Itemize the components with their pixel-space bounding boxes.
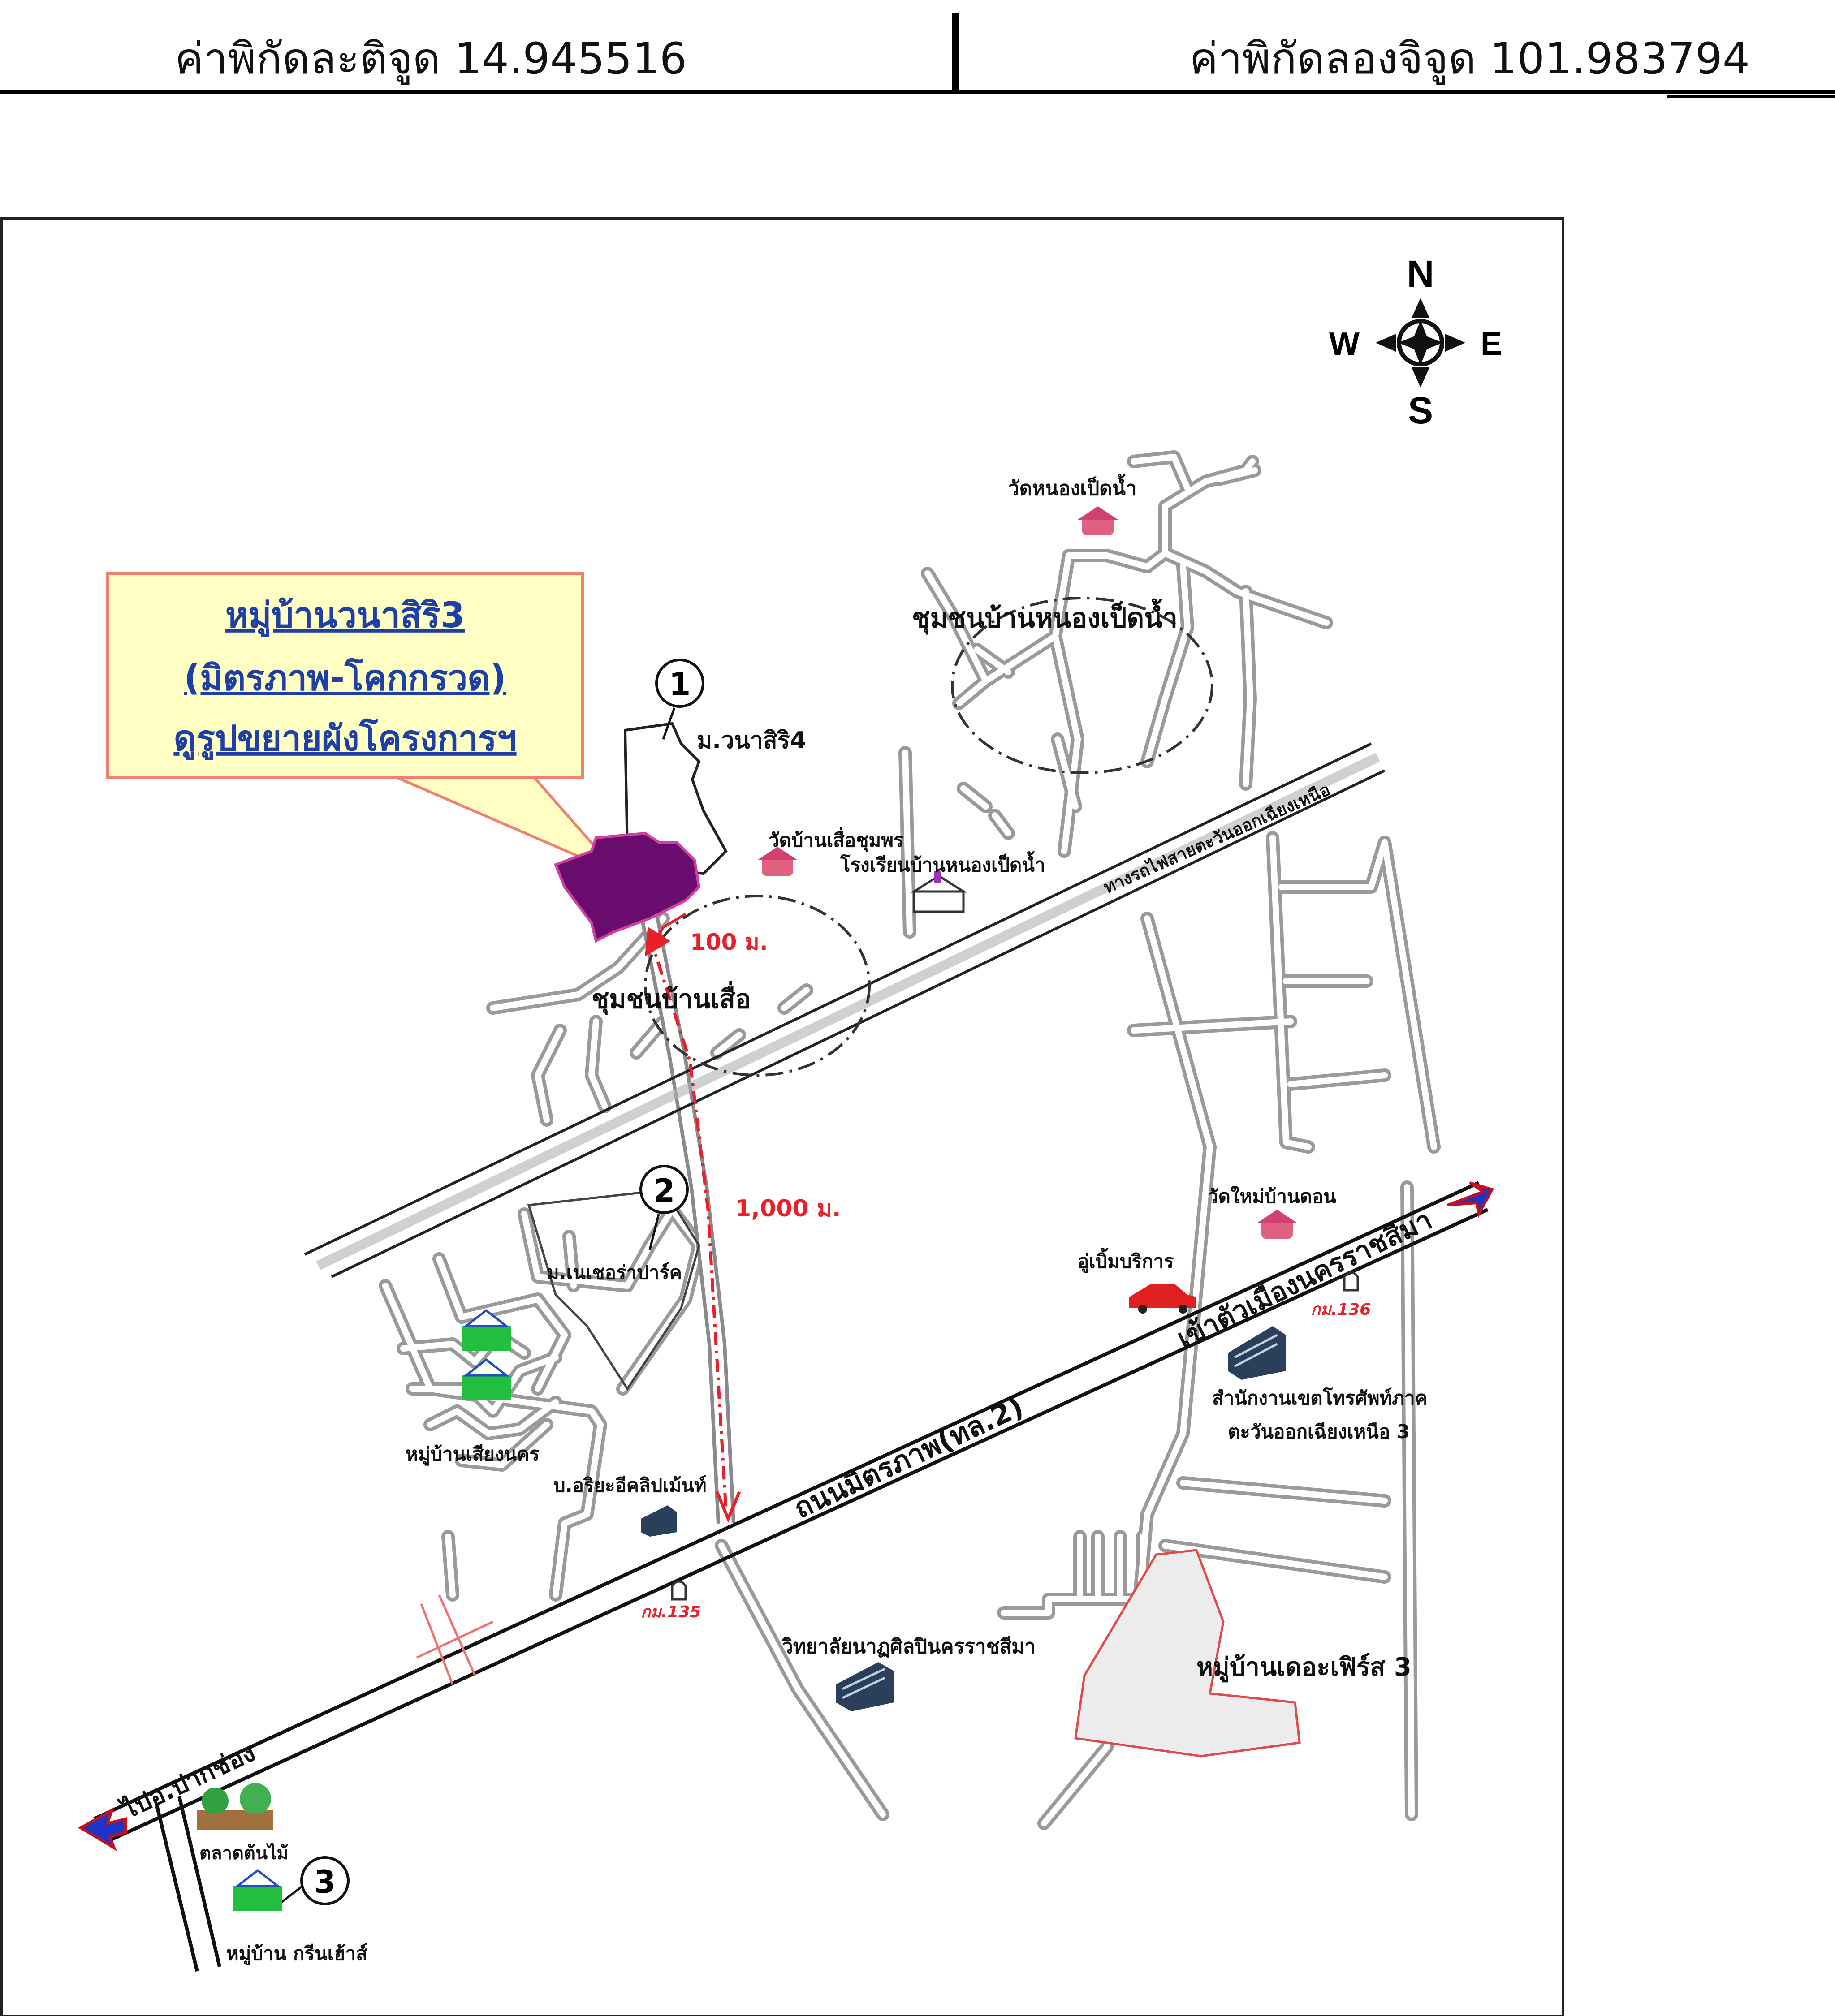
- label-community-nong-ped-nam: ชุมชนบ้านหนองเป็ดน้ำ: [912, 598, 1178, 635]
- label-distance-100: 100 ม.: [690, 929, 768, 955]
- project-parcel[interactable]: [554, 831, 701, 943]
- temple-icon: [757, 847, 798, 876]
- longitude-label: ค่าพิกัดลองจิจูด 101.983794: [1189, 34, 1750, 84]
- label-tree-market: ตลาดต้นไม้: [199, 1843, 289, 1864]
- car-icon: [1129, 1284, 1196, 1314]
- mittraphap-highway: [93, 1181, 1489, 1972]
- distance-lines: [648, 935, 728, 1510]
- direction-arrows: [78, 1181, 1494, 1852]
- label-wat-nong-ped-nam: วัดหนองเป็ดน้ำ: [1008, 474, 1137, 500]
- label-tot-office-2: ตะวันออกเฉียงเหนือ 3: [1228, 1421, 1410, 1443]
- school-icon: [910, 871, 967, 913]
- callout-link[interactable]: ดูรูปขยายผังโครงการฯ: [173, 718, 516, 760]
- tree-market-icon: [197, 1783, 273, 1830]
- label-m-wanasiri4: ม.วนาสิริ4: [697, 727, 806, 754]
- marker-2: 2: [639, 1165, 689, 1250]
- compass-w: W: [1329, 326, 1360, 362]
- svg-text:2: 2: [653, 1172, 675, 1209]
- km-post-icon: [1343, 1271, 1359, 1292]
- header-divider: [952, 13, 959, 92]
- compass-rose: N S W E: [1329, 253, 1502, 431]
- callout-title: หมู่บ้านวนาสิริ3: [225, 595, 465, 637]
- svg-text:3: 3: [314, 1864, 336, 1900]
- map-frame: [0, 217, 1564, 2016]
- temple-icon: [1078, 506, 1118, 535]
- label-m-nature-park: ม.เนเชอร่าปาร์ค: [547, 1262, 682, 1284]
- header-rule-accent: [1667, 95, 1835, 98]
- compass-s: S: [1408, 389, 1433, 431]
- km-post-icon: [671, 1580, 687, 1601]
- house-icon: [462, 1309, 511, 1351]
- label-ariya-company: บ.อริยะอีคลิปเม้นท์: [553, 1474, 707, 1496]
- label-tot-office-1: สำนักงานเขตโทรศัพท์ภาค: [1212, 1387, 1428, 1409]
- the-first3-parcel: [1074, 1549, 1301, 1758]
- office-building-icon: [1228, 1326, 1286, 1380]
- header-rule: [0, 90, 1835, 94]
- label-car-service: อู่เบิ้มบริการ: [1078, 1247, 1174, 1273]
- label-village-the-first3: หมู่บ้านเดอะเฟิร์ส 3: [1196, 1653, 1412, 1683]
- svg-text:1: 1: [669, 666, 691, 703]
- label-art-college: วิทยาลัยนาฏศิลปินครราชสีมา: [781, 1635, 1036, 1658]
- compass-e: E: [1481, 326, 1502, 362]
- temple-icon: [1257, 1210, 1297, 1239]
- label-village-green-house: หมู่บ้าน กรีนเฮ้าส์: [226, 1943, 367, 1965]
- marker-1: 1: [655, 659, 704, 740]
- house-icon: [462, 1358, 511, 1400]
- label-wat-ban-suea: วัดบ้านเสื่อชุมพร: [769, 827, 904, 852]
- nong-ped-nam-community-circle: [951, 597, 1213, 774]
- compass-n: N: [1407, 253, 1434, 295]
- label-community-ban-suea: ชุมชนบ้านเสื่อ: [592, 981, 751, 1016]
- latitude-label: ค่าพิกัดละติจูด 14.945516: [175, 34, 687, 84]
- label-wat-mai-ban-don: วัดใหม่บ้านดอน: [1208, 1185, 1336, 1207]
- label-village-siang-nakhon: หมู่บ้านเสียงนคร: [406, 1443, 540, 1466]
- local-main-road: [640, 916, 735, 1524]
- house-icon: [233, 1869, 282, 1911]
- intersection-marks: [416, 1594, 494, 1685]
- label-school-nong-ped-nam: โรงเรียนบ้านหนองเป็ดน้ำ: [840, 851, 1045, 876]
- minor-roads: [379, 450, 1441, 1830]
- office-building-icon: [641, 1505, 677, 1537]
- coordinate-header: ค่าพิกัดละติจูด 14.945516 ค่าพิกัดลองจิจ…: [0, 0, 1835, 98]
- ban-suea-community-circle: [644, 895, 871, 1077]
- marker-3: 3: [272, 1856, 350, 1909]
- project-callout[interactable]: [106, 572, 584, 779]
- callout-subtitle: (มิตรภาพ-โคกกรวด): [184, 657, 506, 698]
- label-km135: กม.135: [641, 1603, 701, 1621]
- label-km136: กม.136: [1311, 1301, 1371, 1319]
- office-building-icon: [836, 1662, 894, 1711]
- label-distance-1000: 1,000 ม.: [735, 1195, 841, 1222]
